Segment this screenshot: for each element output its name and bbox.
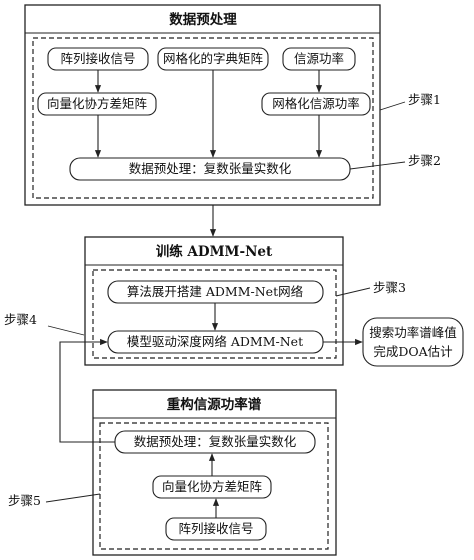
- step3-leader: [335, 287, 371, 297]
- step4-label: 步骤4: [4, 312, 37, 327]
- section-data-preprocess: 数据预处理 阵列接收信号 网格化的字典矩阵 信源功率 向量化协方差矩阵 网格化信…: [24, 4, 381, 206]
- section2-inner-frame: [92, 269, 337, 359]
- node-model-label: 模型驱动深度网络 ADMM-Net: [127, 334, 303, 349]
- section2-title: 训练 ADMM-Net: [156, 243, 273, 260]
- node-unfold-label: 算法展开搭建 ADMM-Net网络: [127, 284, 304, 299]
- step1-leader: [379, 101, 406, 111]
- section1-title: 数据预处理: [169, 11, 237, 28]
- step4-leader: [47, 325, 85, 336]
- node-preprocess-2-label: 数据预处理：复数张量实数化: [134, 434, 297, 449]
- node-grid-power: [261, 92, 371, 116]
- output-line1: 搜索功率谱峰值: [369, 325, 457, 340]
- node-array-signal-label: 阵列接收信号: [60, 51, 135, 66]
- section1-frame: [24, 4, 381, 206]
- node-vec-cov-2-label: 向量化协方差矩阵: [162, 479, 263, 494]
- section3-frame: [92, 389, 337, 556]
- section2-frame: [84, 236, 344, 366]
- step2-label: 步骤2: [408, 153, 441, 168]
- node-source-power-label: 信源功率: [294, 51, 344, 66]
- step-labels: 步骤1 步骤2 步骤3 步骤4 步骤5: [4, 92, 441, 508]
- section3-title: 重构信源功率谱: [167, 396, 262, 413]
- node-vec-cov: [37, 92, 157, 116]
- output-node: 搜索功率谱峰值 完成DOA估计: [362, 317, 464, 367]
- arrow-feedback-to-model: [59, 338, 115, 443]
- step5-label: 步骤5: [8, 493, 41, 508]
- output-node-box: [362, 317, 464, 367]
- node-grid-dict-label: 网格化的字典矩阵: [163, 51, 264, 66]
- step5-leader: [45, 493, 101, 503]
- step2-leader: [349, 161, 406, 170]
- section3-inner-frame: [99, 422, 329, 550]
- node-grid-power-label: 网格化信源功率: [272, 96, 360, 111]
- node-preprocess-label: 数据预处理：复数张量实数化: [129, 161, 292, 176]
- step3-label: 步骤3: [373, 280, 406, 295]
- section1-inner-frame: [32, 37, 374, 199]
- section-train-admm-net: 训练 ADMM-Net 算法展开搭建 ADMM-Net网络 模型驱动深度网络 A…: [84, 236, 344, 366]
- node-vec-cov-label: 向量化协方差矩阵: [47, 96, 148, 111]
- section-reconstruct-spectrum: 重构信源功率谱 数据预处理：复数张量实数化 向量化协方差矩阵 阵列接收信号: [92, 389, 337, 556]
- node-array-signal-2-label: 阵列接收信号: [178, 521, 253, 536]
- output-line2: 完成DOA估计: [373, 344, 452, 359]
- step1-label: 步骤1: [408, 92, 441, 107]
